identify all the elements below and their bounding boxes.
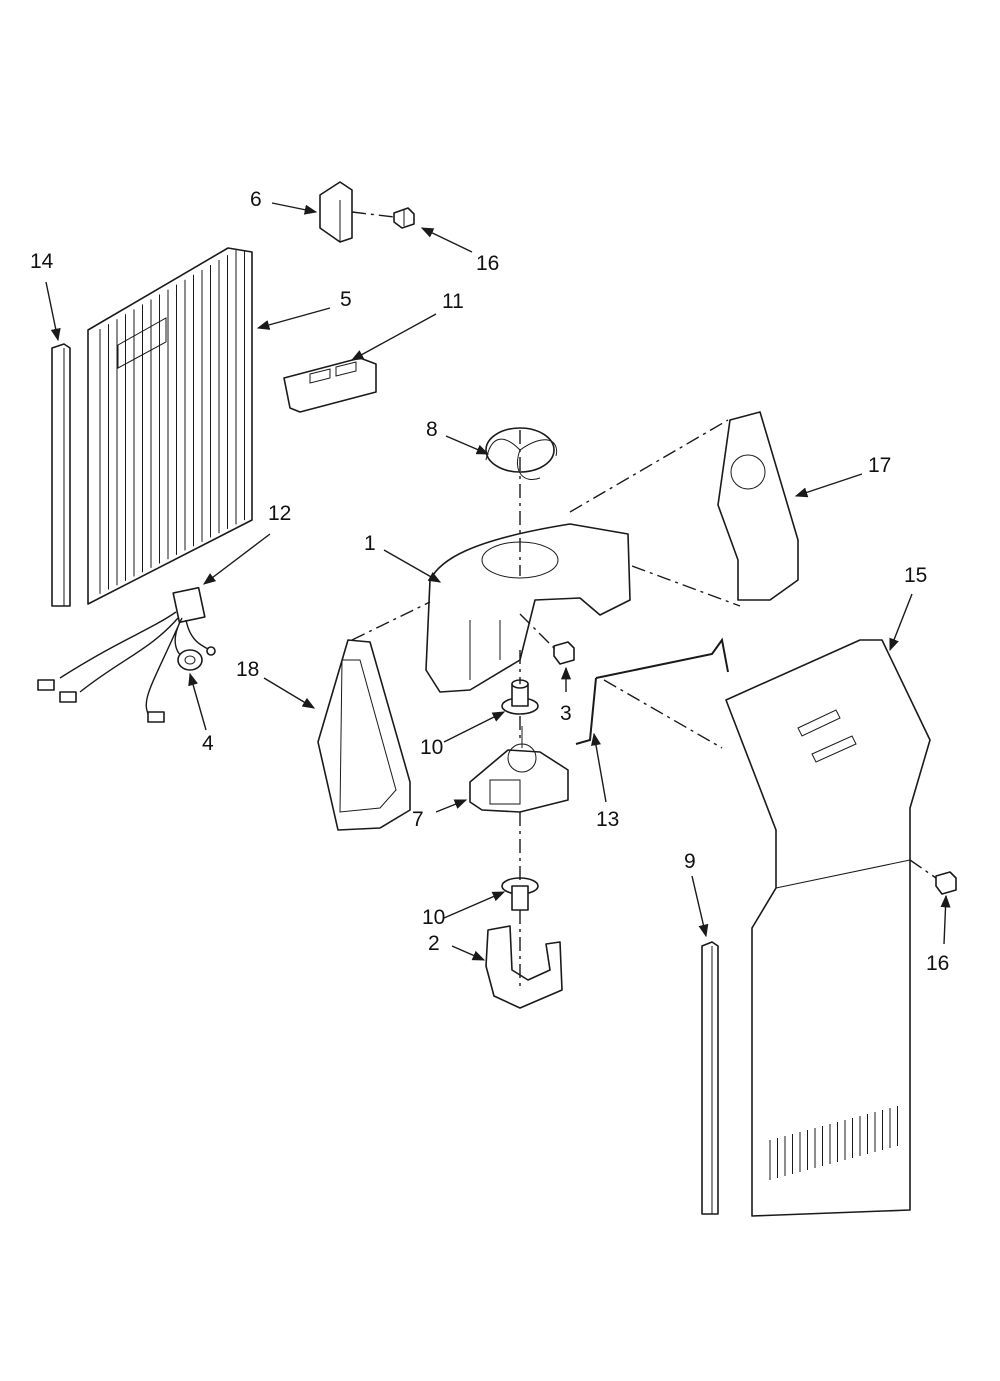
part-16-screw-right: [935, 871, 957, 895]
callout-6: 6: [250, 188, 262, 211]
part-5-panel: [87, 247, 253, 605]
callout-14: 14: [30, 250, 54, 273]
part-9-strip: [701, 941, 719, 1215]
part-11-bracket: [283, 357, 377, 413]
leader-arrows: [45, 202, 951, 961]
callout-5: 5: [340, 288, 352, 311]
assembly-lines: [351, 211, 937, 990]
part-14-strip: [51, 343, 71, 607]
part-15-rear-panel: [725, 639, 931, 1217]
callout-18: 18: [236, 658, 259, 681]
callout-16-right: 16: [926, 952, 949, 975]
part-10-mount-upper: [501, 679, 539, 715]
callout-10-lower: 10: [422, 906, 445, 929]
part-12-wire-harness: [37, 586, 216, 723]
callout-7: 7: [412, 808, 424, 831]
callout-labels: 14 6 16 5 11 8 17 12 1 15 18 3 4 10 13 7…: [30, 188, 949, 975]
callout-10-upper: 10: [420, 736, 443, 759]
part-2-bracket: [485, 925, 563, 1009]
callout-3: 3: [560, 702, 572, 725]
part-18-baffle: [317, 639, 411, 831]
callout-13: 13: [596, 808, 619, 831]
callout-12: 12: [268, 502, 291, 525]
callout-1: 1: [364, 532, 376, 555]
part-17-baffle: [717, 411, 799, 601]
callout-11: 11: [442, 290, 464, 313]
part-6-cap: [319, 181, 353, 243]
callout-4: 4: [202, 732, 214, 755]
callout-16-top: 16: [476, 252, 499, 275]
callout-15: 15: [904, 564, 927, 587]
callout-8: 8: [426, 418, 438, 441]
part-4-grommet: [177, 649, 203, 671]
callout-9: 9: [684, 850, 696, 873]
part-7-fan-motor: [469, 726, 569, 813]
callout-17: 17: [868, 454, 891, 477]
part-16-screw-top: [393, 207, 415, 229]
part-10-mount-lower: [501, 877, 539, 911]
part-13-wire-rod: [575, 637, 729, 745]
part-8-fan-blade: [485, 427, 558, 480]
part-3-screw: [553, 641, 575, 665]
part-1-fan-housing: [425, 523, 631, 693]
callout-2: 2: [428, 932, 440, 955]
